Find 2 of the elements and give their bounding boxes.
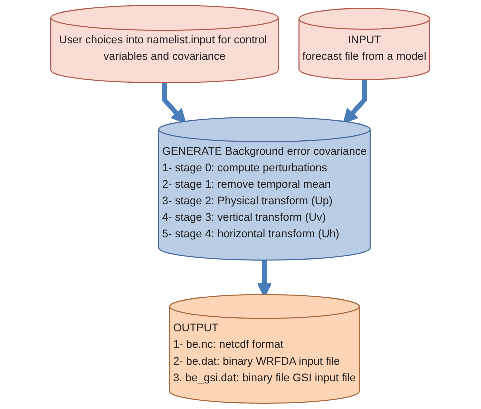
arrow: [343, 80, 368, 124]
arrow: [162, 83, 186, 124]
